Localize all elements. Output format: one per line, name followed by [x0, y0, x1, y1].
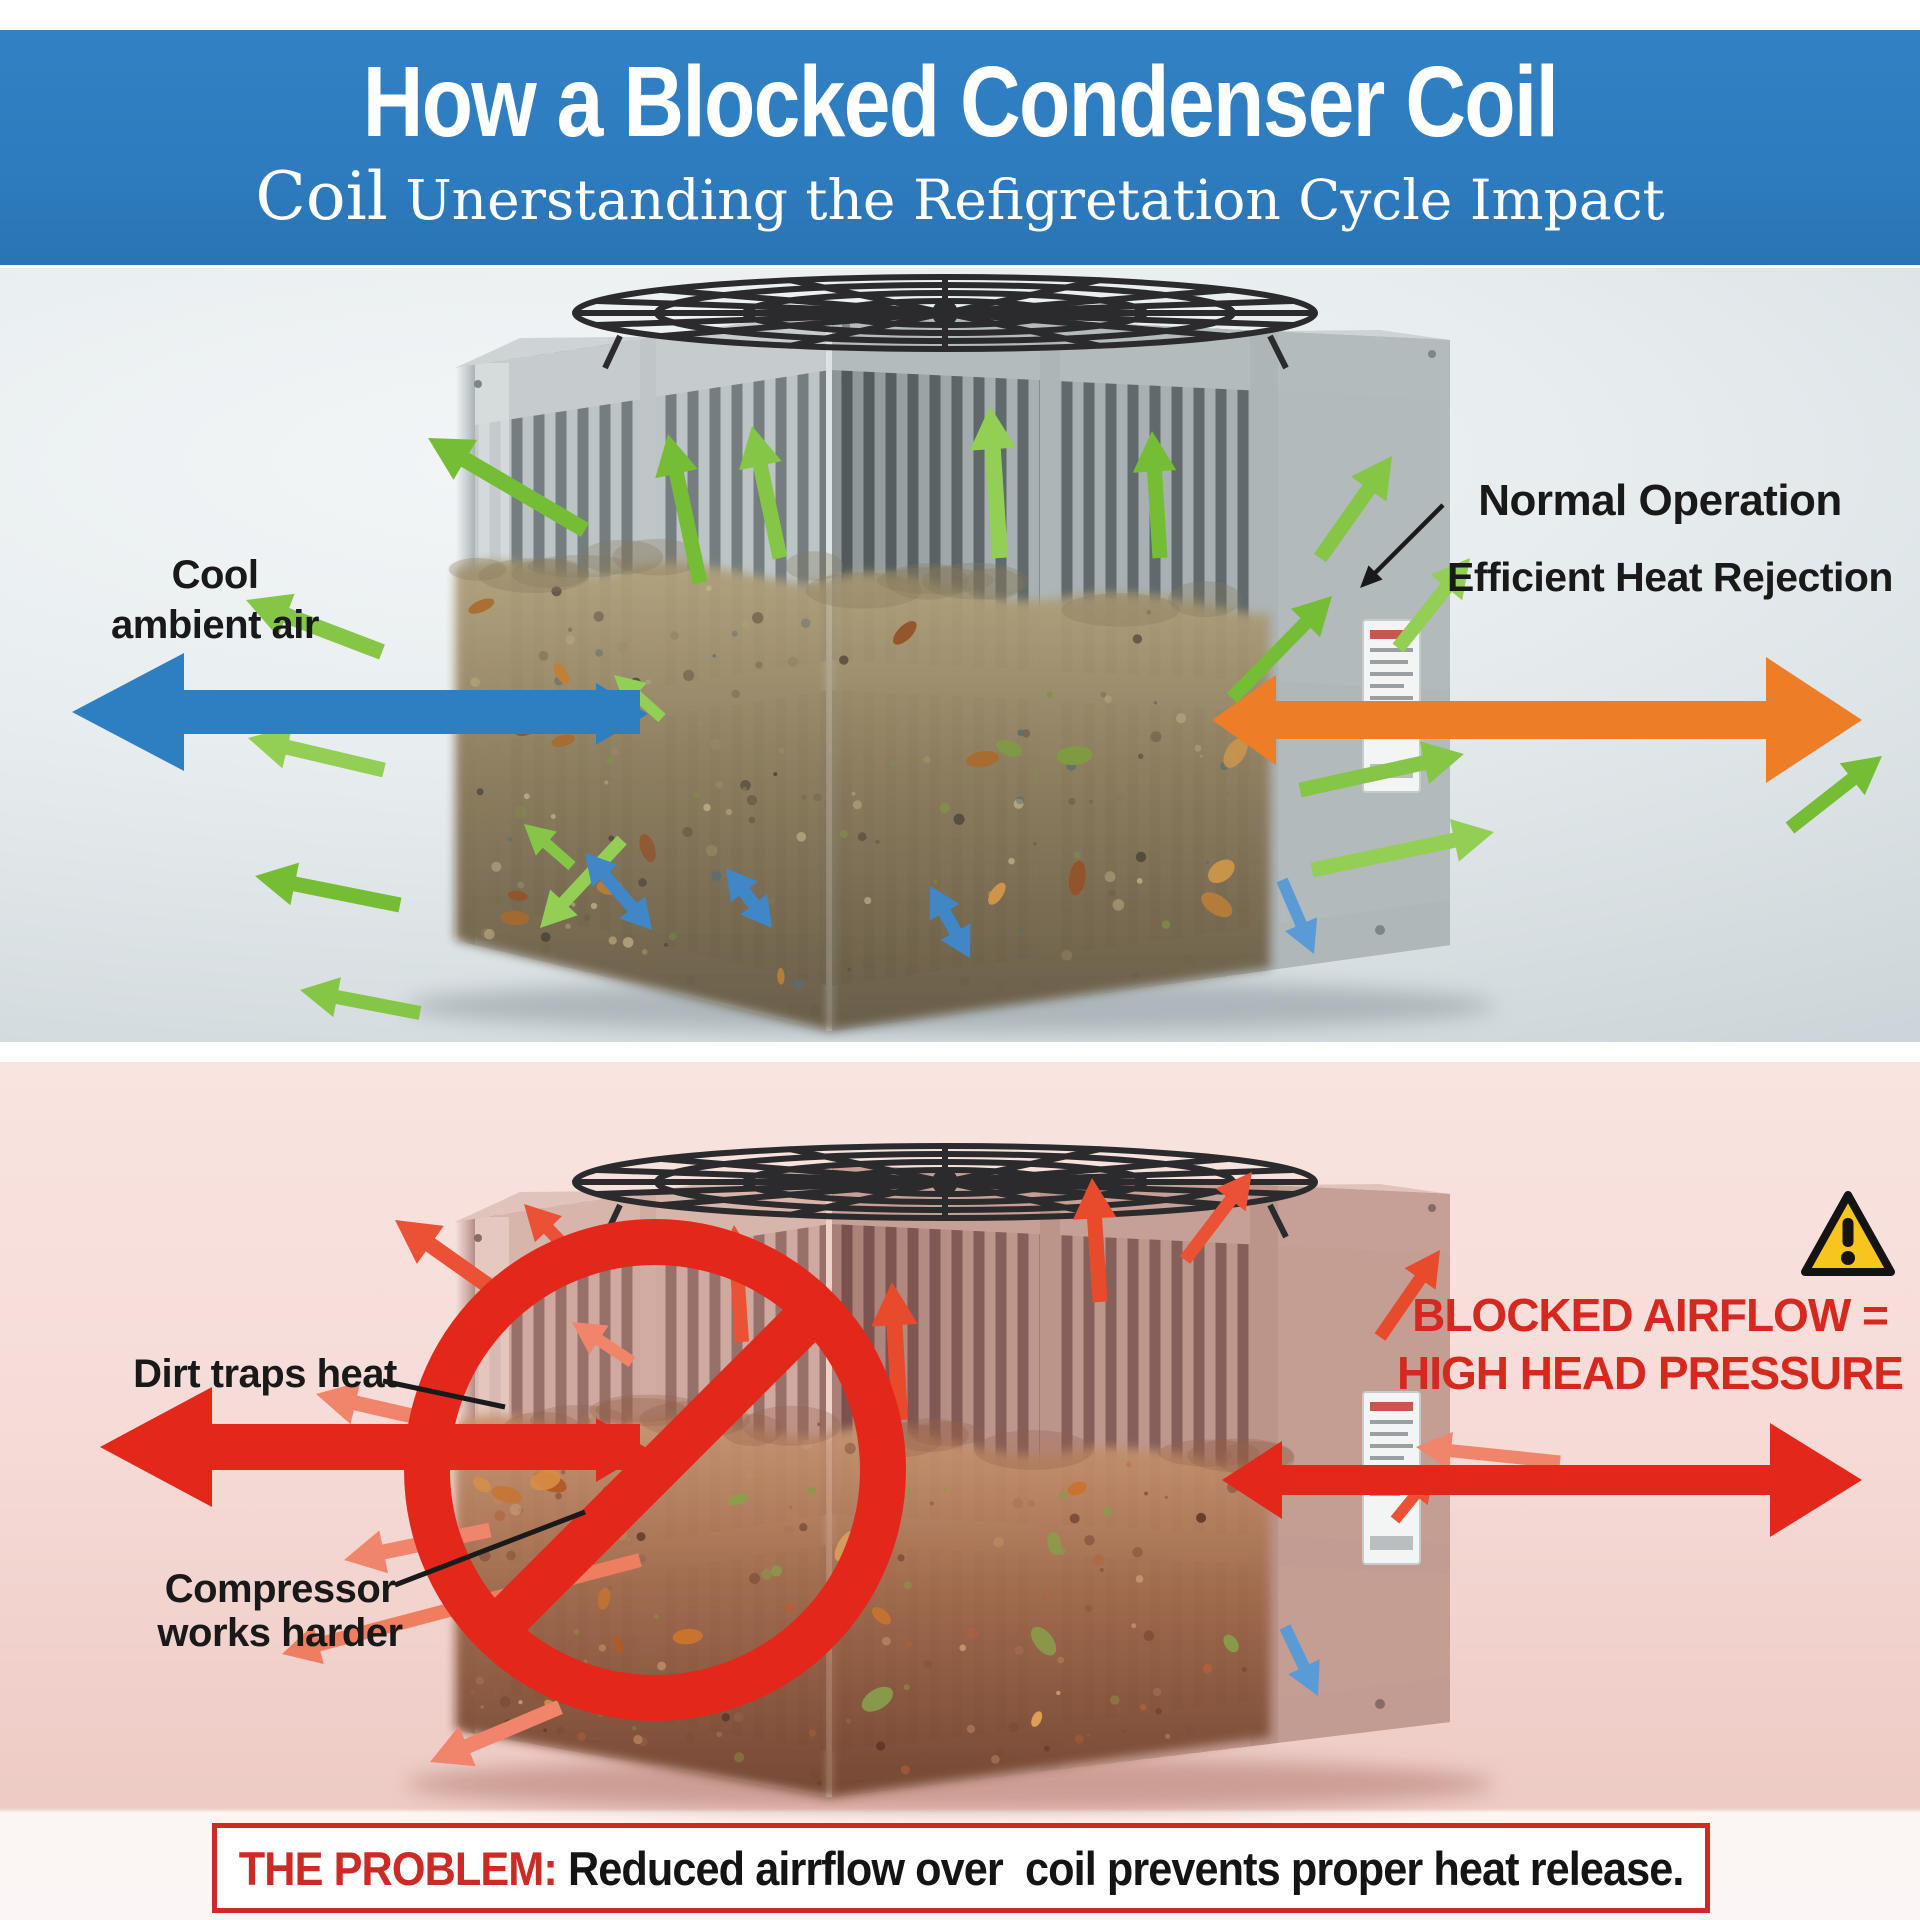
- problem-text: Reduced airrflow over coil prevents prop…: [556, 1841, 1684, 1895]
- subtitle-lead: Coil: [255, 158, 388, 235]
- header-banner: How a Blocked Condenser Coil Coil Unerst…: [0, 30, 1920, 265]
- page-title: How a Blocked Condenser Coil: [362, 46, 1559, 158]
- fan-guard-grille: [572, 274, 1318, 370]
- leader-line: [1360, 503, 1445, 588]
- leader-lines: [382, 1378, 586, 1588]
- compressor-works-harder-label: Compressor works harder: [157, 1567, 403, 1655]
- blocked-main-arrows: [100, 1387, 1862, 1537]
- airflow-arrows: [72, 406, 1882, 1020]
- debris-buildup: [448, 538, 1270, 1031]
- blocked-coil-scene: Dirt traps heat Compressor works harder …: [0, 1062, 1920, 1920]
- subtitle-rest: Unerstanding the Refigretation Cycle Imp…: [387, 168, 1665, 232]
- blocked-airflow-label: BLOCKED AIRFLOW = HIGH HEAD PRESSURE: [1397, 1289, 1904, 1399]
- normal-operation-scene: Cool ambient air Normal Operation Effici…: [0, 268, 1920, 1042]
- condenser-unit-normal-illustration: [72, 274, 1882, 1033]
- dirt-traps-heat-label: Dirt traps heat: [133, 1352, 397, 1396]
- debris-buildup: [455, 1394, 1295, 1797]
- problem-label: THE PROBLEM:: [238, 1841, 558, 1895]
- page-subtitle: Coil Unerstanding the Refigretation Cycl…: [0, 158, 1920, 235]
- condenser-unit-blocked-art: [100, 1062, 1862, 1811]
- cool-ambient-air-label: Cool ambient air: [111, 553, 319, 647]
- normal-operation-label: Normal Operation: [1478, 476, 1842, 525]
- problem-summary-box: THE PROBLEM: Reduced airrflow over coil …: [212, 1823, 1710, 1913]
- efficient-heat-rejection-label: Efficient Heat Rejection: [1447, 554, 1893, 600]
- warning-icon: [1798, 1188, 1898, 1280]
